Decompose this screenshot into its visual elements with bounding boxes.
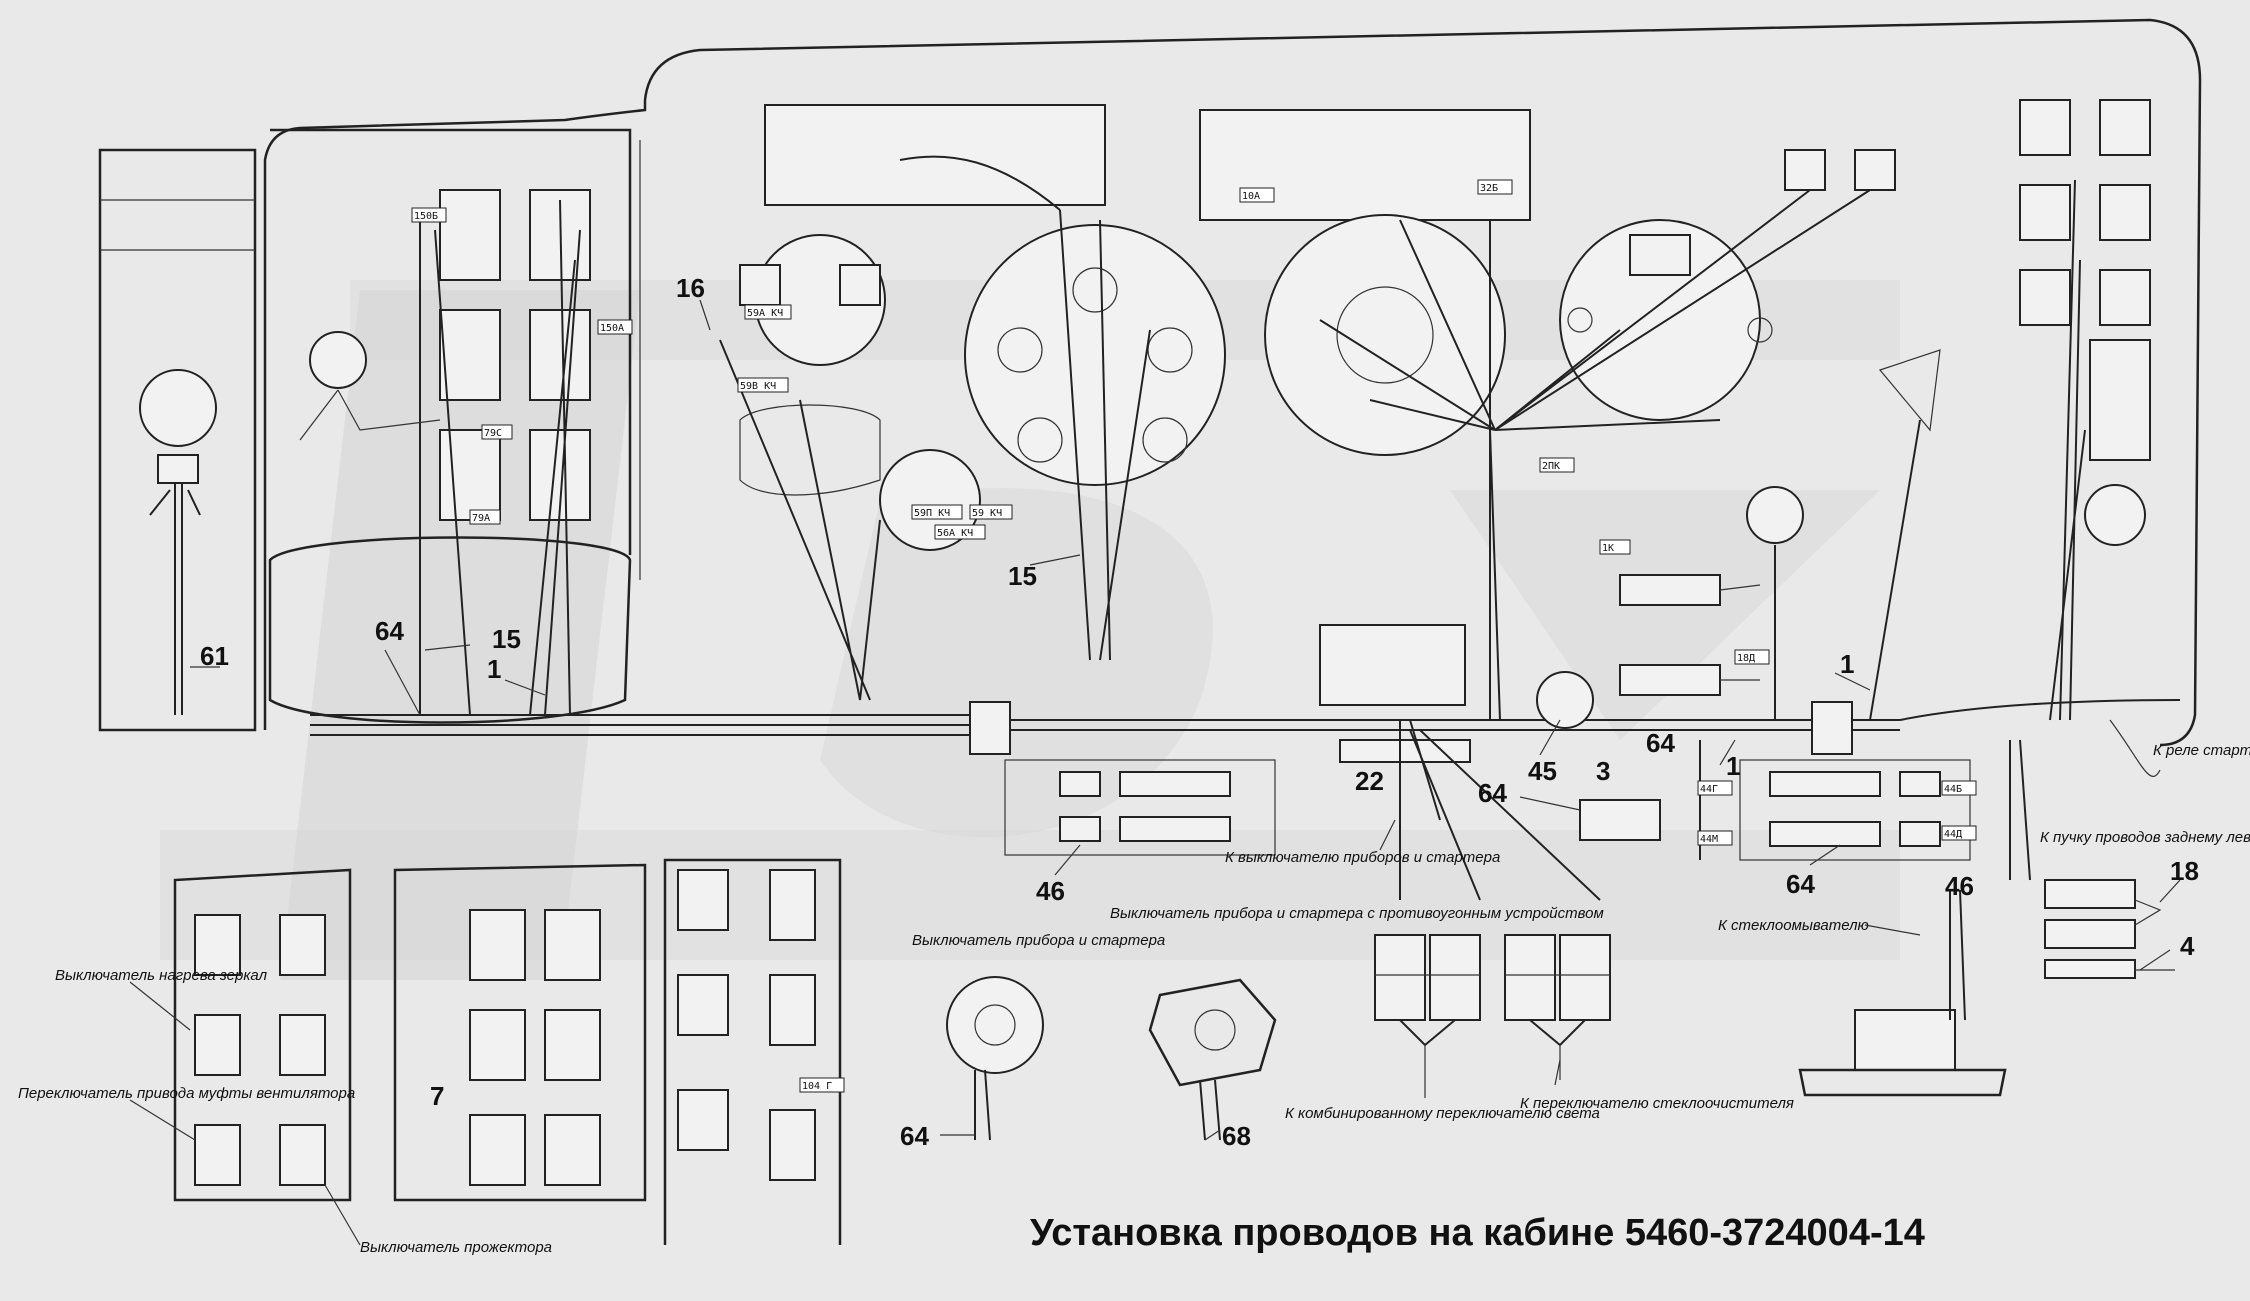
note-ignition-switch: К выключателю приборов и стартера [1225,849,1500,866]
callout-4: 18 [2170,856,2199,886]
wire-tag: 56А КЧ [937,528,973,539]
callout-1: 1 [1840,649,1854,679]
note-mirror-heat: Выключатель нагрева зеркал [55,967,268,984]
cab-outline [98,18,2202,747]
callout-64: 1 [1726,751,1740,781]
center-connectors [1319,574,1761,841]
wire-tag: 59А КЧ [747,308,783,319]
wire-tags: 150Б 150А 79А 79С 59А КЧ 59П КЧ 59 КЧ 59… [411,179,1977,1093]
note-fan-clutch: Переключатель привода муфты вентилятора [18,1085,355,1102]
wire-tag: 150А [600,323,624,334]
callout-46: 46 [1036,876,1065,906]
left-switch-block [270,128,632,716]
note-wiper-switch: К переключателю стеклоочистителя [1520,1095,1794,1112]
note-ignition-antitheft: Выключатель прибора и стартера с противо… [1110,905,1604,922]
callout-1: 64 [1646,728,1675,758]
note-spotlight: Выключатель прожектора [360,1239,552,1256]
wire-tag: 44М [1700,834,1718,845]
note-rear-left-bundle: К пучку проводов заднему левому [2040,829,2250,846]
callout-61: 61 [200,641,229,671]
diagram-title: Установка проводов на кабине 5460-372400… [1030,1212,1925,1254]
washer-assembly [1798,719,2175,1097]
callout-15: 15 [492,624,521,654]
left-gauge-cluster [719,104,1226,701]
callout-18: 46 [1945,871,1974,901]
ignition-switch-1 [946,976,1044,1141]
callout-22: 22 [1355,766,1384,796]
wire-tag: 104 Г [802,1081,832,1092]
wire-tag: 2ПК [1542,461,1560,472]
variant-panel-3 [663,858,842,1245]
callout-64: 64 [1478,778,1507,808]
wire-tag: 10А [1242,191,1260,202]
wire-tag: 59В КЧ [740,381,776,392]
wire-tag: 44Б [1944,784,1962,795]
wire-tag: 44Д [1944,829,1962,840]
note-ignition-title: Выключатель прибора и стартера [912,932,1165,949]
wire-tag: 1К [1602,543,1614,554]
combined-switches [1374,934,1611,1080]
callout-68: 68 [1222,1121,1251,1151]
callout-64: 64 [375,616,404,646]
variant-panel-2 [393,863,647,1202]
callout-45: 45 [1528,756,1557,786]
wire-tag: 18Д [1737,653,1755,664]
wire-tag: 150Б [414,211,438,222]
wire-tag: 59П КЧ [914,508,950,519]
wire-tag: 32Б [1480,183,1498,194]
callout-3: 3 [1596,756,1610,786]
callout-1: 1 [487,654,501,684]
wire-tag: 79А [472,513,490,524]
note-washer: К стеклоомывателю [1718,917,1869,934]
right-gauge-cluster [1199,109,1896,721]
note-starter-relay: К реле стартера [2153,742,2250,759]
note-leaders [129,819,1921,1246]
callout-15: 15 [1008,561,1037,591]
variant-panel-1 [173,868,352,1202]
callout-46: 64 [1786,869,1815,899]
wire-tag: 44Г [1700,784,1718,795]
wire-tag: 79С [484,428,502,439]
callout-64: 7 [430,1081,444,1111]
notes: К реле стартера К пучку проводов заднему… [18,742,2250,1256]
note-combined-light-switch: К комбинированному переключателю света [1285,1105,1600,1122]
callouts: 61 64 15 1 16 15 22 45 3 64 46 64 1 1 64… [190,273,2199,1151]
callout-7: 4 [2180,931,2195,961]
callout-68: 64 [900,1121,929,1151]
callout-16: 16 [676,273,705,303]
wire-tag: 59 КЧ [972,508,1002,519]
ignition-switch-2 [1148,978,1277,1141]
left-lamp [139,369,217,715]
lower-harness [1004,729,1971,901]
right-switch-block [1746,99,2151,721]
